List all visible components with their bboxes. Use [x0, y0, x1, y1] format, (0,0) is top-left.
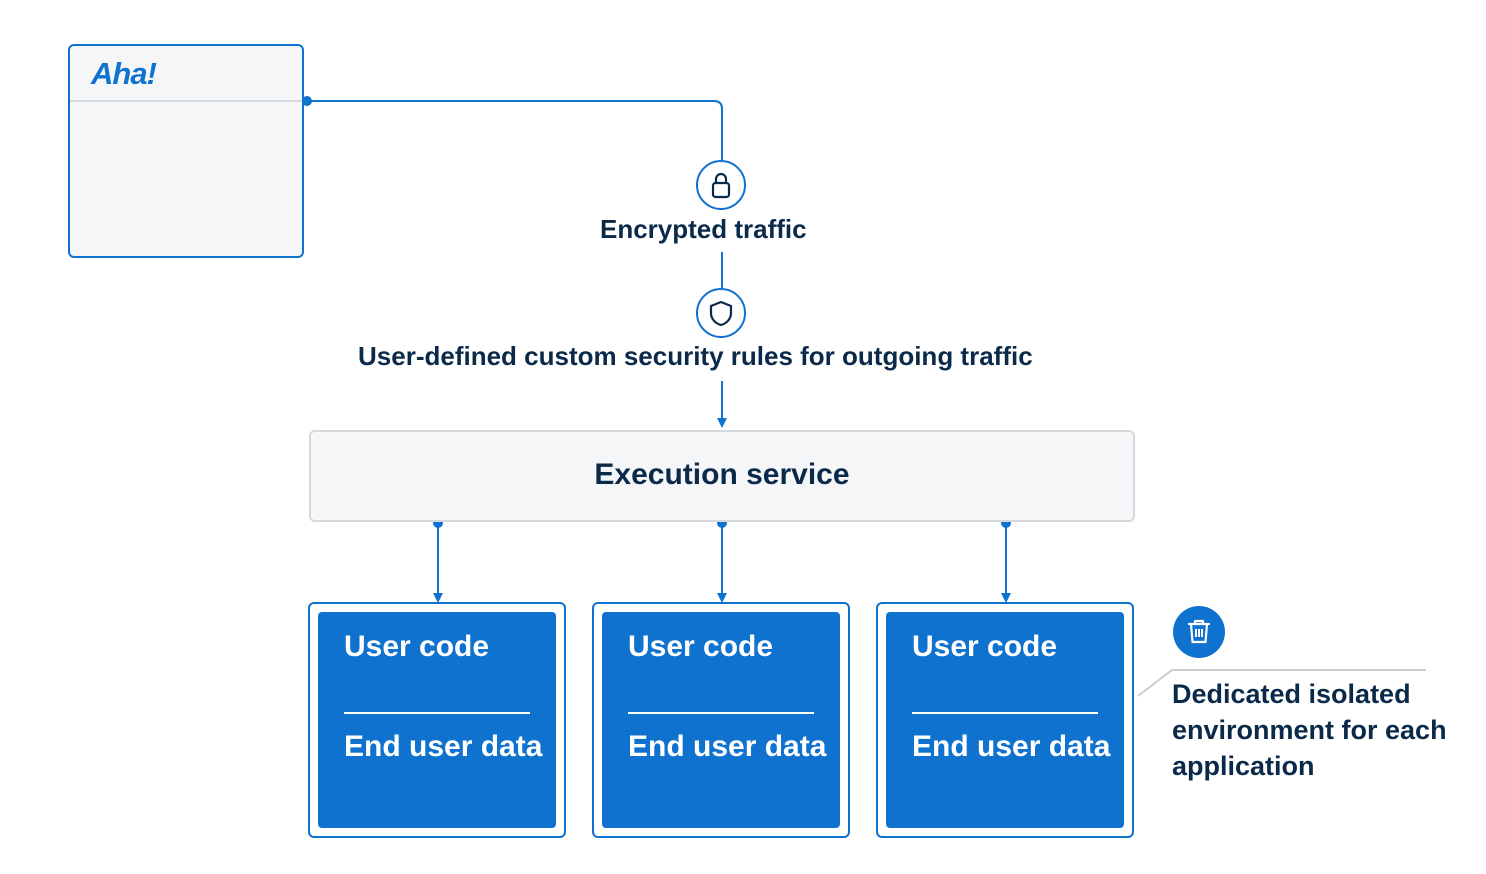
environment-box-3: User code End user data: [876, 602, 1134, 838]
lock-icon: [696, 160, 746, 210]
environment-divider: [912, 712, 1098, 714]
environment-box-1: User code End user data: [308, 602, 566, 838]
environment-panel-2: User code End user data: [602, 612, 840, 828]
app-to-encryption-line: [307, 100, 723, 160]
encrypted-traffic-label: Encrypted traffic: [600, 214, 807, 244]
end-user-data-label: End user data: [628, 730, 827, 763]
aha-app-window: Aha!: [68, 44, 304, 258]
isolation-callout-line: [1137, 669, 1426, 697]
shield-icon: [696, 288, 746, 338]
environment-divider: [628, 712, 814, 714]
environment-panel-3: User code End user data: [886, 612, 1124, 828]
environment-divider: [344, 712, 530, 714]
aha-app-window-header: [70, 46, 302, 102]
environment-panel-1: User code End user data: [318, 612, 556, 828]
trash-icon: [1173, 606, 1225, 658]
user-code-label: User code: [628, 630, 774, 663]
environment-box-2: User code End user data: [592, 602, 850, 838]
security-rules-label: User-defined custom security rules for o…: [358, 341, 1033, 371]
end-user-data-label: End user data: [912, 730, 1111, 763]
execution-service-box: Execution service: [309, 430, 1135, 522]
app-connector-dot: [302, 96, 312, 106]
isolation-note: Dedicated isolated environment for each …: [1172, 679, 1447, 781]
aha-logo: Aha!: [91, 56, 157, 91]
end-user-data-label: End user data: [344, 730, 543, 763]
user-code-label: User code: [344, 630, 490, 663]
user-code-label: User code: [912, 630, 1058, 663]
execution-service-label: Execution service: [594, 458, 850, 491]
